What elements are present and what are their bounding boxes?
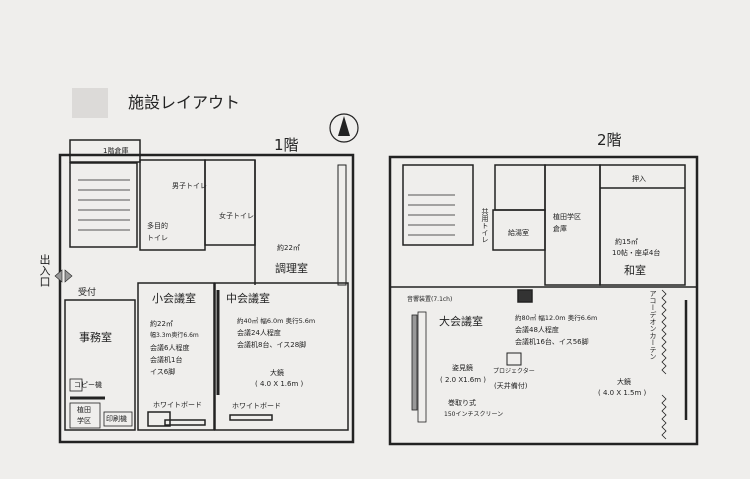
title-marker bbox=[72, 88, 108, 118]
district-1: 植田 bbox=[77, 406, 91, 414]
page-title: 施設レイアウト bbox=[128, 93, 241, 112]
projector: プロジェクター bbox=[493, 368, 535, 375]
floor2-walls bbox=[388, 155, 699, 446]
shared-toilet: 共用トイレ bbox=[481, 208, 489, 243]
multipurpose-toilet-2: トイレ bbox=[147, 234, 168, 242]
middle-room-mirror: 大鏡 bbox=[270, 369, 284, 377]
large-room-name: 大会議室 bbox=[439, 315, 483, 328]
kitchen-name: 調理室 bbox=[275, 262, 308, 275]
kitchenette: 給湯室 bbox=[508, 229, 529, 237]
copier: コピー機 bbox=[74, 381, 102, 389]
multipurpose-toilet-1: 多目的 bbox=[147, 222, 168, 230]
japanese-room-area: 約15㎡ bbox=[615, 238, 638, 246]
small-room-detail: 会議机1台 bbox=[150, 356, 183, 364]
projector-note: (天井備付) bbox=[494, 382, 528, 390]
small-room-whiteboard: ホワイトボード bbox=[153, 401, 202, 409]
middle-room-name: 中会議室 bbox=[226, 292, 270, 305]
screen-type: 巻取り式 bbox=[448, 399, 476, 407]
small-room-detail: 約22㎡ bbox=[150, 320, 173, 328]
middle-room-whiteboard: ホワイトボード bbox=[232, 402, 281, 410]
middle-room-mirror-size: ( 4.0 X 1.6m ) bbox=[255, 380, 304, 388]
floor1-storage: 1階倉庫 bbox=[103, 147, 129, 155]
middle-room-detail: 会議24人程度 bbox=[237, 329, 281, 337]
full-mirror: 姿見鏡 bbox=[452, 364, 473, 372]
japanese-room-details: 10帖・座卓4台 bbox=[612, 249, 661, 257]
small-room-detail: 幅3.3m奥行6.6m bbox=[150, 332, 199, 339]
large-room-detail: 会議机16台、イス56脚 bbox=[515, 338, 589, 346]
small-room-name: 小会議室 bbox=[152, 292, 196, 305]
floor1-walls bbox=[54, 139, 355, 444]
womens-toilet: 女子トイレ bbox=[219, 212, 254, 220]
large-room-mirror-size: ( 4.0 X 1.5m ) bbox=[598, 389, 647, 397]
audio-equipment: 音響装置(7.1ch) bbox=[407, 296, 453, 303]
small-room-detail: イス6脚 bbox=[150, 368, 176, 376]
entrance-label: 出入口 bbox=[38, 254, 51, 287]
district-2: 学区 bbox=[77, 417, 91, 425]
compass-icon bbox=[329, 113, 359, 143]
screen-size: 150インチスクリーン bbox=[444, 411, 504, 418]
office: 事務室 bbox=[79, 331, 112, 344]
large-room-mirror: 大鏡 bbox=[617, 378, 631, 386]
large-room-detail: 約80㎡ 幅12.0m 奥行6.6m bbox=[515, 314, 598, 322]
closet: 押入 bbox=[632, 175, 646, 183]
small-room-detail: 会議6人程度 bbox=[150, 344, 190, 352]
middle-room-detail: 会議机8台、イス28脚 bbox=[237, 341, 307, 349]
mens-toilet: 男子トイレ bbox=[172, 182, 207, 190]
floor2-label: 2階 bbox=[597, 131, 622, 149]
floor2-storage-2: 倉庫 bbox=[553, 225, 567, 233]
accordion-curtain: アコーデオンカーテン bbox=[649, 290, 657, 360]
japanese-room-name: 和室 bbox=[624, 264, 646, 277]
large-room-detail: 会議48人程度 bbox=[515, 326, 559, 334]
kitchen-area: 約22㎡ bbox=[277, 244, 300, 252]
floor2-storage-1: 植田学区 bbox=[553, 213, 581, 221]
full-mirror-size: ( 2.0 X1.6m ) bbox=[440, 376, 487, 384]
printer: 印刷機 bbox=[106, 415, 127, 423]
middle-room-detail: 約40㎡ 幅6.0m 奥行5.6m bbox=[237, 317, 316, 325]
reception: 受付 bbox=[78, 288, 97, 298]
floor1-label: 1階 bbox=[274, 136, 299, 154]
